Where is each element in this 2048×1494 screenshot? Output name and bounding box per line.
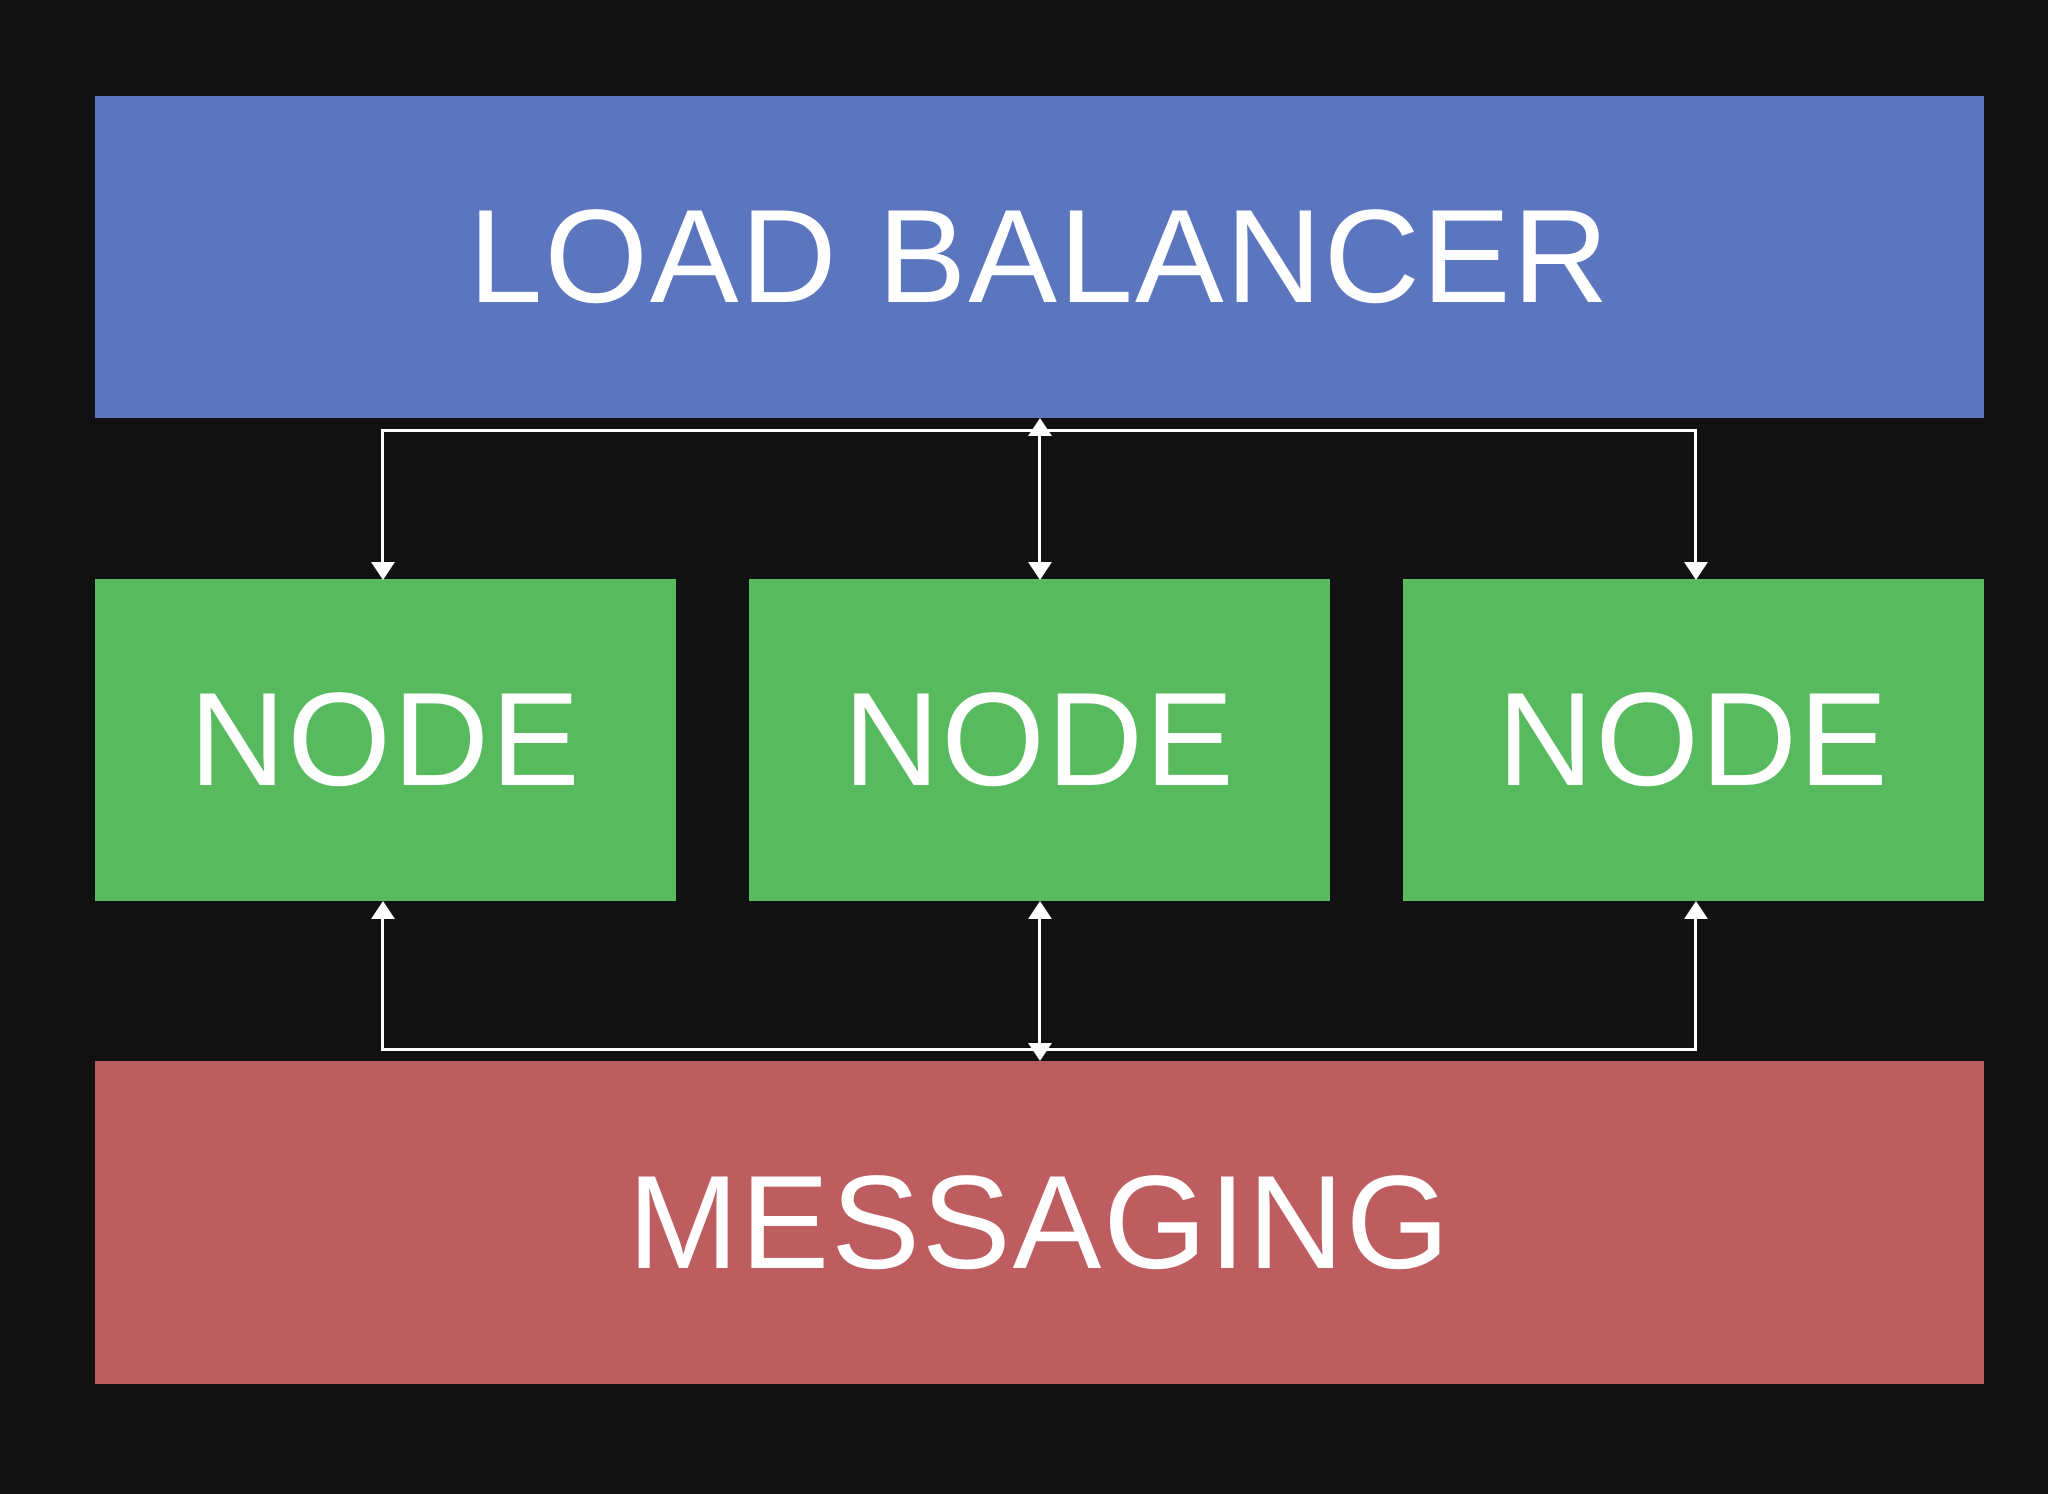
messaging-label: MESSAGING <box>627 1148 1452 1297</box>
connector-lb-node-1 <box>381 429 384 565</box>
load-balancer-box: LOAD BALANCER <box>95 96 1984 418</box>
connector-msg-node-1 <box>381 916 384 1051</box>
arrowhead-up-node-3 <box>1684 901 1708 919</box>
arrowhead-down-node-3 <box>1684 562 1708 580</box>
arrowhead-down-node-2 <box>1028 562 1052 580</box>
arrowhead-up-node-2 <box>1028 901 1052 919</box>
node-label-1: NODE <box>189 666 582 814</box>
arrowhead-down-node-1 <box>371 562 395 580</box>
load-balancer-label: LOAD BALANCER <box>468 183 1611 331</box>
arrowhead-up-node-1 <box>371 901 395 919</box>
connector-lb-node-3 <box>1694 429 1697 565</box>
connector-msg-node-3 <box>1694 916 1697 1051</box>
node-label-2: NODE <box>843 666 1236 814</box>
node-box-1: NODE <box>95 579 676 901</box>
arrowhead-down-messaging <box>1028 1043 1052 1061</box>
node-box-3: NODE <box>1403 579 1984 901</box>
messaging-box: MESSAGING <box>95 1061 1984 1384</box>
arrowhead-up-load-balancer <box>1028 418 1052 436</box>
node-label-3: NODE <box>1497 666 1890 814</box>
connector-lb-node-2 <box>1038 436 1041 565</box>
node-box-2: NODE <box>749 579 1330 901</box>
connector-msg-node-2 <box>1038 916 1041 1046</box>
